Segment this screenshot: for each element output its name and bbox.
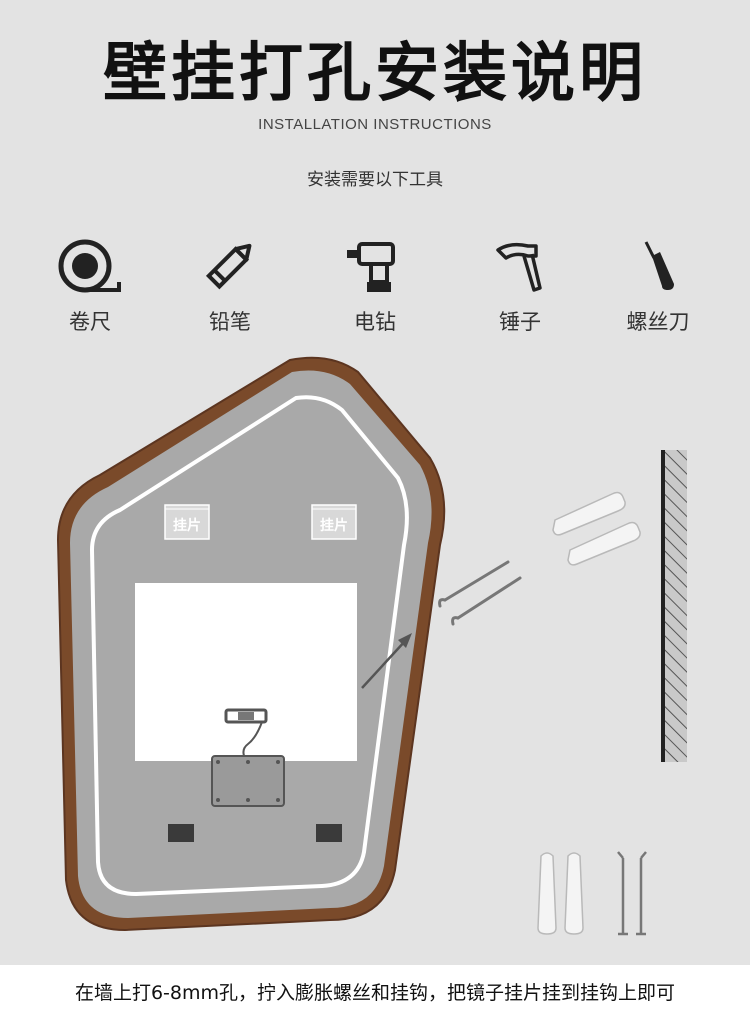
tape-measure-icon <box>58 239 121 293</box>
tool-label: 卷尺 <box>69 310 111 334</box>
junction-box <box>211 708 285 807</box>
tool-label: 电钻 <box>354 310 396 334</box>
pencil-icon <box>205 243 252 290</box>
page-title: 壁挂打孔安装说明 <box>103 37 647 111</box>
hanger-label: 挂片 <box>173 517 201 534</box>
tool-tape-measure: 卷尺 <box>30 238 150 336</box>
hanger-tag-left: 挂片 <box>164 504 210 540</box>
sensor-right <box>316 824 342 842</box>
anchor-pair <box>537 852 584 935</box>
hanger-label: 挂片 <box>320 517 348 534</box>
screw-hooks <box>438 560 522 626</box>
hammer-icon <box>496 242 542 292</box>
installation-diagram: 挂片 挂片 <box>56 356 687 936</box>
screw-pair <box>617 851 647 936</box>
tool-label: 锤子 <box>499 310 541 334</box>
hanger-tag-right: 挂片 <box>311 504 357 540</box>
wall-section <box>663 450 687 762</box>
tool-label: 螺丝刀 <box>626 310 690 334</box>
page-subtitle: INSTALLATION INSTRUCTIONS <box>258 116 492 133</box>
footer-instruction: 在墙上打6-8mm孔，拧入膨胀螺丝和挂钩，把镜子挂片挂到挂钩上即可 <box>74 982 676 1004</box>
arrow-icon <box>361 633 412 689</box>
tool-hammer: 锤子 <box>460 238 580 336</box>
drill-icon <box>347 242 395 292</box>
sensor-left <box>168 824 194 842</box>
led-strip <box>89 395 409 897</box>
tool-screwdriver: 螺丝刀 <box>598 238 718 336</box>
tools-heading: 安装需要以下工具 <box>307 170 443 190</box>
screwdriver-icon <box>644 241 674 290</box>
footer-bar: 在墙上打6-8mm孔，拧入膨胀螺丝和挂钩，把镜子挂片挂到挂钩上即可 <box>0 965 750 1017</box>
tool-label: 铅笔 <box>209 310 251 334</box>
tool-drill: 电钻 <box>315 238 435 336</box>
tool-pencil: 铅笔 <box>170 238 290 336</box>
expansion-anchors <box>552 491 641 566</box>
back-panel <box>135 583 357 761</box>
